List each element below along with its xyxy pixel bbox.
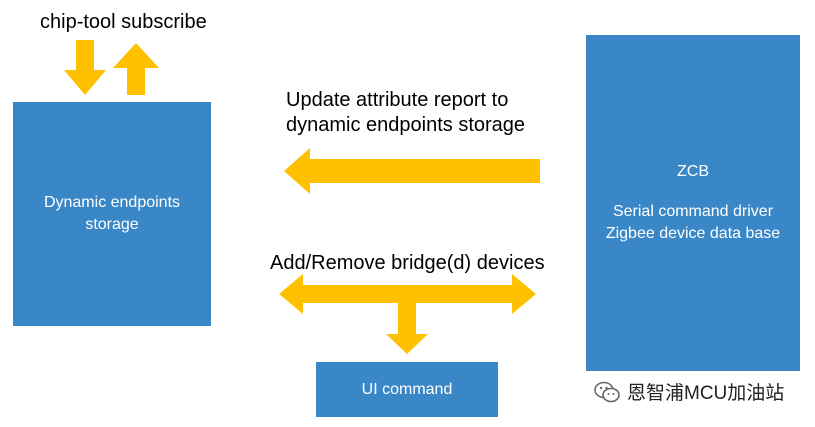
ui-command-label: UI command <box>361 380 453 398</box>
zcb-title: ZCB <box>677 163 709 180</box>
update-report-line2: dynamic endpoints storage <box>286 114 526 136</box>
update-report-label: Update attribute report to dynamic endpo… <box>286 88 525 138</box>
subscribe-down-arrow <box>64 40 106 95</box>
ui-command-down-arrow <box>386 303 428 354</box>
update-left-arrow <box>284 148 540 194</box>
subscribe-label: chip-tool subscribe <box>40 11 207 33</box>
watermark: 恩智浦MCU加油站 <box>593 378 784 405</box>
zcb-device-database: Zigbee device data base <box>605 225 781 242</box>
add-remove-label: Add/Remove bridge(d) devices <box>270 252 545 274</box>
dynamic-endpoints-storage-box: Dynamic endpoints storage <box>13 102 211 326</box>
watermark-text: 恩智浦MCU加油站 <box>627 383 785 404</box>
dynamic-endpoints-line1: Dynamic endpoints <box>43 194 181 211</box>
add-remove-double-arrow <box>279 274 536 314</box>
dynamic-endpoints-line2: storage <box>85 216 139 233</box>
subscribe-up-arrow <box>113 43 159 95</box>
zcb-box: ZCB Serial command driver Zigbee device … <box>586 35 800 371</box>
ui-command-box: UI command <box>316 362 498 417</box>
wechat-icon <box>594 381 620 402</box>
update-report-line1: Update attribute report to <box>286 89 509 111</box>
zcb-serial-driver: Serial command driver <box>612 203 774 220</box>
